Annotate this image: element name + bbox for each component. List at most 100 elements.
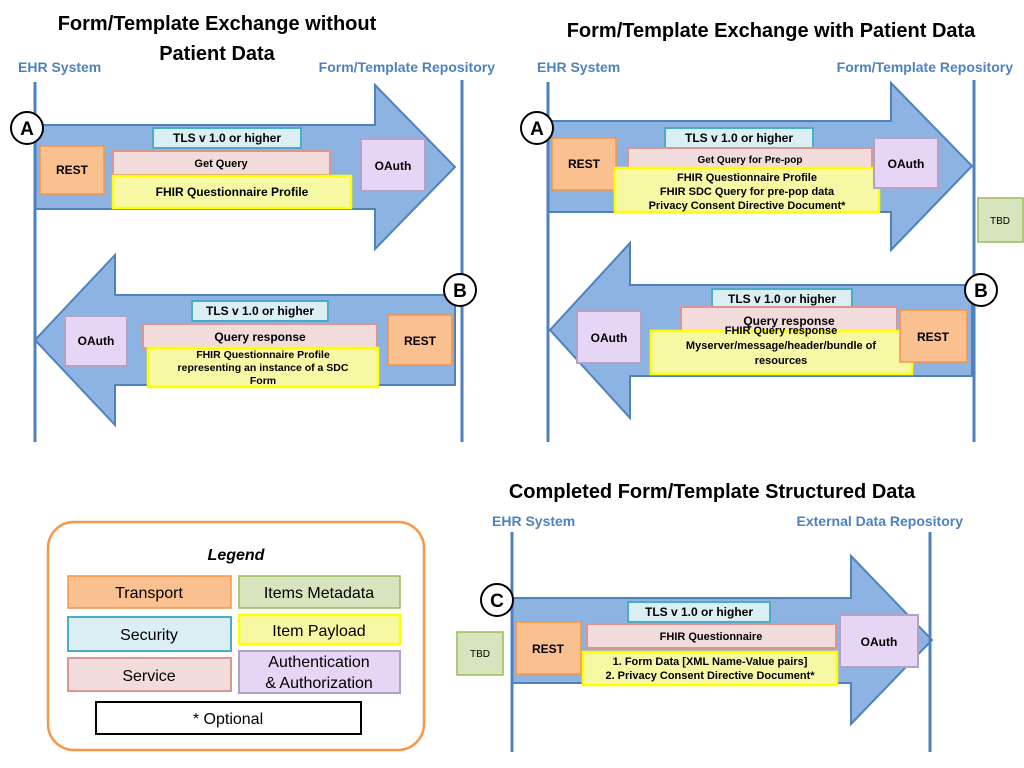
panel-2-marker-a (520, 111, 554, 145)
panel-2-b-auth-box (576, 310, 642, 364)
panel-3-marker-c (480, 583, 514, 617)
panel-1-a-security-box (152, 127, 302, 149)
panel-1-a-service-label: Get Query (194, 158, 248, 170)
panel-2-marker-b (964, 273, 998, 307)
panel-2: Form/Template Exchange with Patient Data… (520, 20, 1024, 442)
panel-3-c-payload-line1: 1. Form Data [XML Name-Value pairs] (613, 656, 808, 668)
legend-auth-label-line2: & Authorization (265, 675, 373, 692)
panel-2-a-auth-box (873, 137, 939, 189)
panel-3-tbd-label: TBD (470, 649, 490, 660)
panel-1-b-payload-line3: Form (250, 375, 276, 387)
panel-2-a-payload-line2: FHIR SDC Query for pre-pop data (660, 186, 835, 198)
panel-3-c-service-box (586, 623, 837, 649)
panel-2-tbd-label: TBD (990, 216, 1010, 227)
legend-security-swatch (67, 616, 232, 652)
panel-2-tbd-box (977, 197, 1024, 243)
panel-2-b-payload-line2: Myserver/message/header/bundle of (686, 340, 876, 352)
legend-metadata-swatch (238, 575, 401, 609)
panel-1-a-transport-box (39, 145, 105, 195)
legend-transport-swatch (67, 575, 232, 609)
panel-2-title: Form/Template Exchange with Patient Data (567, 20, 976, 42)
legend-transport-label: Transport (115, 585, 183, 602)
panel-1-b-service-box (142, 323, 378, 349)
panel-2-b-payload-box (649, 329, 914, 376)
panel-2-marker-b-label: B (974, 281, 988, 302)
panel-2-a-payload-box (613, 166, 881, 214)
panel-3-title: Completed Form/Template Structured Data (509, 481, 916, 503)
panel-2-a-service-label: Get Query for Pre-pop (697, 155, 802, 166)
panel-1-b-auth-box (64, 315, 128, 367)
legend-auth-label-line1: Authentication (268, 654, 369, 671)
panel-1-title-line1: Form/Template Exchange without (58, 13, 377, 35)
legend-auth-swatch (238, 650, 401, 694)
panel-3-c-auth-label: OAuth (861, 635, 898, 649)
panel-1-b-security-label: TLS v 1.0 or higher (206, 304, 314, 318)
legend-service-label: Service (122, 668, 175, 685)
panel-1-b-payload-line2: representing an instance of a SDC (178, 362, 349, 374)
panel-2-a-payload-line1: FHIR Questionnaire Profile (677, 172, 817, 184)
panel-3-c-transport-box (515, 621, 582, 675)
legend-security-label: Security (120, 627, 178, 644)
panel-3-c-payload-box (581, 650, 839, 687)
panel-1-marker-a (10, 111, 44, 145)
panel-1-a-payload-line1: FHIR Questionnaire Profile (156, 185, 309, 199)
panel-1-b-payload-box (146, 346, 380, 389)
panel-3-left-system-label: EHR System (492, 513, 575, 529)
panel-2-b-transport-label: REST (917, 330, 950, 344)
legend-optional-label: * Optional (193, 711, 263, 728)
panel-1-marker-b-label: B (453, 281, 467, 302)
panel-2-b-service-label: Query response (743, 314, 835, 328)
panel-1-a-auth-box (360, 138, 426, 192)
legend-optional-box (95, 701, 362, 735)
panel-1-a-service-box (112, 150, 331, 176)
panel-3-c-auth-box (839, 614, 919, 668)
panel-3-c-service-label: FHIR Questionnaire (660, 631, 763, 643)
panel-2-a-auth-label: OAuth (888, 157, 925, 171)
panel-3-tbd-box (456, 631, 504, 676)
panel-2-marker-a-label: A (530, 119, 544, 140)
panel-1-marker-b (443, 273, 477, 307)
legend: Legend Transport Items Metadata Security… (46, 520, 426, 752)
panel-3-c-security-label: TLS v 1.0 or higher (645, 605, 753, 619)
panel-3-c-security-box (627, 601, 771, 623)
panel-1-right-system-label: Form/Template Repository (319, 59, 496, 75)
legend-payload-label: Item Payload (272, 623, 365, 640)
panel-2-b-auth-label: OAuth (591, 331, 628, 345)
panel-1-a-transport-label: REST (56, 163, 89, 177)
panel-1: Form/Template Exchange without Patient D… (10, 13, 496, 442)
panel-3-marker-c-label: C (490, 591, 504, 612)
panel-1-marker-a-label: A (20, 119, 34, 140)
panel-1-b-service-label: Query response (214, 330, 306, 344)
panel-1-a-security-label: TLS v 1.0 or higher (173, 131, 281, 145)
panel-1-left-system-label: EHR System (18, 59, 101, 75)
legend-service-swatch (67, 657, 232, 692)
panel-1-b-transport-label: REST (404, 334, 437, 348)
panel-1-title-line2: Patient Data (159, 43, 275, 65)
panel-1-b-security-box (191, 300, 329, 322)
legend-title: Legend (208, 547, 266, 564)
panel-1-b-payload-line1: FHIR Questionnaire Profile (196, 349, 330, 361)
panel-1-a-auth-label: OAuth (375, 159, 412, 173)
panel-2-b-payload-line1: FHIR Query response (725, 325, 837, 337)
panel-3: Completed Form/Template Structured Data … (456, 481, 964, 752)
legend-metadata-label: Items Metadata (264, 585, 374, 602)
legend-payload-swatch (237, 613, 402, 646)
panel-2-b-security-label: TLS v 1.0 or higher (728, 292, 836, 306)
panel-2-b-service-box (680, 306, 898, 332)
panel-3-c-transport-label: REST (532, 642, 565, 656)
panel-2-b-transport-box (899, 309, 968, 363)
panel-1-a-payload-box (111, 174, 353, 210)
panel-2-a-security-label: TLS v 1.0 or higher (685, 131, 793, 145)
panel-2-left-system-label: EHR System (537, 59, 620, 75)
panel-2-a-transport-box (551, 137, 617, 191)
panel-2-right-system-label: Form/Template Repository (837, 59, 1014, 75)
panel-1-b-transport-box (387, 314, 453, 366)
panel-1-b-auth-label: OAuth (78, 334, 115, 348)
panel-3-right-system-label: External Data Repository (797, 513, 964, 529)
panel-2-a-transport-label: REST (568, 157, 601, 171)
panel-2-b-payload-line3: resources (755, 355, 808, 367)
panel-2-a-payload-line3: Privacy Consent Directive Document* (649, 200, 847, 212)
panel-3-c-payload-line2: 2. Privacy Consent Directive Document* (605, 670, 815, 682)
